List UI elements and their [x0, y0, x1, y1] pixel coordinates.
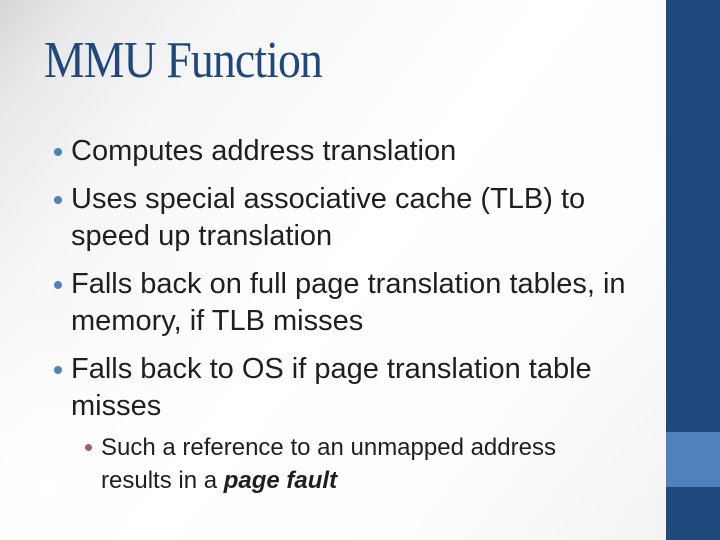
bullet-text-line: memory, if TLB misses	[71, 305, 364, 337]
bullet-dot-icon	[54, 196, 62, 204]
bullet-dot-icon	[54, 366, 62, 374]
slide-body: Computes address translation Uses specia…	[46, 133, 660, 497]
bullet-item: Uses special associative cache (TLB) to …	[46, 181, 660, 255]
sub-bullet-text-line: Such a reference to an unmapped address	[101, 434, 556, 461]
sidebar-accent-block	[666, 432, 720, 487]
sub-bullet-text-line: results in a page fault	[101, 464, 556, 497]
bullet-text: Uses special associative cache (TLB) to …	[71, 181, 585, 255]
sub-bullet-dot-icon	[85, 444, 92, 451]
bullet-text-line: Falls back on full page translation tabl…	[71, 268, 626, 300]
bullet-text-line: speed up translation	[71, 220, 333, 252]
sub-bullet-text: Such a reference to an unmapped address …	[101, 431, 556, 497]
slide-title: MMU Function	[44, 32, 323, 89]
page-fault-emphasis: page fault	[223, 467, 338, 494]
bullet-text: Falls back on full page translation tabl…	[71, 266, 626, 340]
bullet-text-line: Falls back to OS if page translation tab…	[71, 353, 592, 385]
bullet-text-line: Computes address translation	[71, 135, 457, 167]
bullet-item: Falls back to OS if page translation tab…	[46, 351, 660, 425]
bullet-item: Computes address translation	[46, 133, 660, 170]
bullet-text: Falls back to OS if page translation tab…	[71, 351, 592, 425]
sub-bullet-text-prefix: results in a	[101, 467, 224, 494]
bullet-dot-icon	[54, 281, 62, 289]
bullet-text: Computes address translation	[71, 133, 456, 170]
bullet-text-line: Uses special associative cache (TLB) to	[71, 183, 586, 215]
bullet-item: Falls back on full page translation tabl…	[46, 266, 660, 340]
bullet-text-line: misses	[71, 390, 162, 422]
bullet-dot-icon	[54, 148, 62, 156]
sub-bullet-item: Such a reference to an unmapped address …	[46, 431, 660, 497]
